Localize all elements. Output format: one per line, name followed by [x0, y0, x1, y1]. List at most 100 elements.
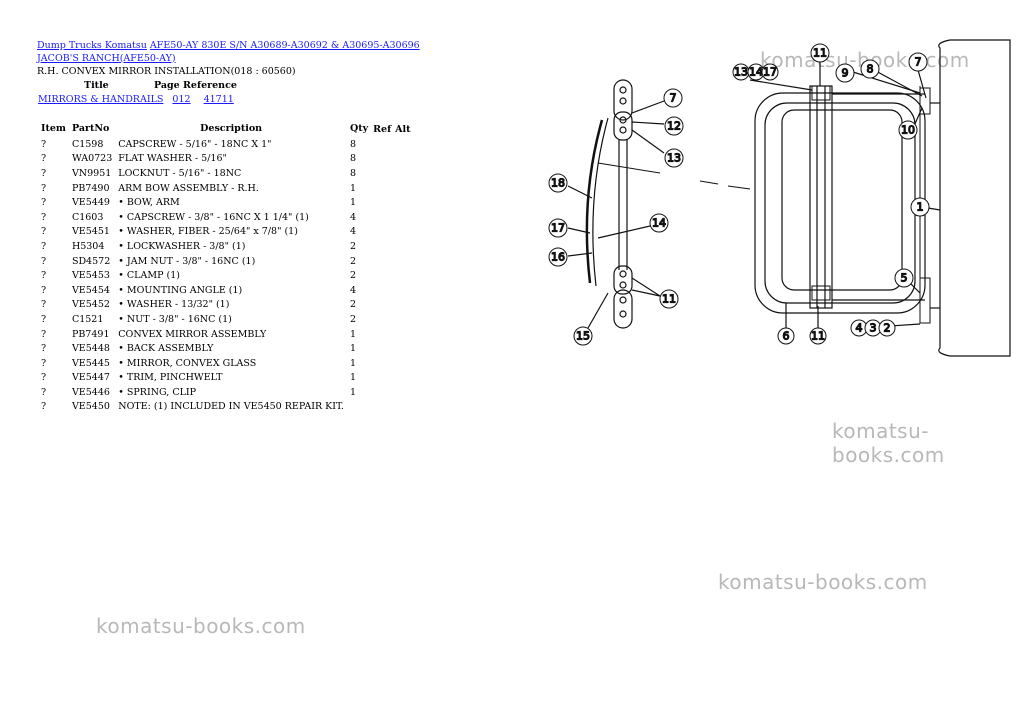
cell-description: CONVEX MIRROR ASSEMBLY: [118, 328, 267, 340]
cell-alt: [393, 356, 412, 371]
cell-qty: 2: [349, 313, 356, 325]
cell-qty: 2: [349, 240, 356, 252]
cell-alt: [393, 312, 412, 327]
cell-qty: 1: [349, 357, 356, 369]
svg-text:14: 14: [652, 217, 666, 230]
cell-qty: [347, 400, 371, 415]
svg-text:8: 8: [867, 63, 874, 76]
svg-text:11: 11: [662, 293, 676, 306]
callout-11-bottom: 11: [809, 306, 827, 345]
reference-ref-link[interactable]: 41711: [203, 94, 234, 105]
svg-text:18: 18: [551, 177, 565, 190]
callout-19: 18: [548, 173, 593, 199]
callout-14: 13: [631, 129, 684, 168]
cell-alt: [393, 137, 412, 152]
callout-17: 16: [548, 247, 593, 267]
breadcrumb-model-link[interactable]: AFE50-AY 830E S/N A30689-A30692 & A30695…: [37, 40, 420, 64]
cell-description: NOTE: (1) INCLUDED IN VE5450 REPAIR KIT.: [118, 401, 344, 413]
cell-description: LOCKNUT - 5/16" - 18NC: [118, 167, 242, 179]
cell-alt: [393, 181, 412, 196]
cell-partno: VN9951: [71, 167, 112, 179]
callout-15: 14: [597, 213, 669, 239]
cell-item: ?: [41, 270, 47, 282]
cell-description: ARM BOW ASSEMBLY - R.H.: [118, 182, 259, 194]
page-subtitle: R.H. CONVEX MIRROR INSTALLATION(018 : 60…: [37, 66, 296, 77]
cell-item: ?: [41, 343, 47, 355]
cell-ref: [371, 239, 393, 254]
callout-10: 10: [898, 107, 923, 140]
svg-text:12: 12: [667, 120, 681, 133]
cell-item: ?: [41, 153, 47, 165]
cell-alt: [393, 210, 412, 225]
cell-item: ?: [41, 182, 47, 194]
convex-mirror-side: [585, 119, 604, 284]
cell-partno: C1521: [71, 313, 104, 325]
cell-item: ?: [41, 138, 47, 150]
breadcrumb-home-link[interactable]: Dump Trucks Komatsu: [37, 40, 147, 51]
cell-item: ?: [41, 313, 47, 325]
cell-alt: [393, 400, 412, 415]
cell-partno: VE5454: [71, 284, 110, 296]
cell-alt: [393, 239, 412, 254]
cell-qty: 1: [349, 386, 356, 398]
cell-qty: 8: [349, 167, 356, 179]
cell-alt: [393, 371, 412, 386]
svg-text:13: 13: [667, 152, 681, 165]
callout-17-top: 17: [761, 63, 779, 81]
cell-item: ?: [41, 386, 47, 398]
cell-alt: [393, 254, 412, 269]
cell-alt: [393, 298, 412, 313]
cell-qty: 1: [349, 343, 356, 355]
reference-page-link[interactable]: 012: [172, 94, 191, 105]
cell-item: ?: [41, 284, 47, 296]
callout-7-top: 7: [908, 52, 928, 99]
col-ref: Ref: [373, 124, 392, 135]
cell-item: ?: [41, 328, 47, 340]
cell-qty: 1: [349, 372, 356, 384]
callout-7: 7: [631, 88, 683, 114]
table-row: ?VE5454• MOUNTING ANGLE (1)4: [37, 283, 413, 298]
cab-frame: [938, 39, 1011, 357]
cell-qty: 8: [349, 138, 356, 150]
cell-item: ?: [41, 299, 47, 311]
cell-description: • TRIM, PINCHWELT: [118, 372, 223, 384]
parts-table: Item PartNo Description Qty Ref Alt ?C15…: [37, 122, 413, 414]
cell-item: ?: [41, 357, 47, 369]
cell-partno: PB7491: [71, 328, 110, 340]
cell-description: • WASHER, FIBER - 25/64" x 7/8" (1): [118, 226, 298, 238]
lower-clamp: [613, 265, 633, 295]
cell-partno: VE5450: [71, 401, 110, 413]
svg-text:15: 15: [576, 330, 590, 343]
header-block: Dump Trucks Komatsu AFE50-AY 830E S/N A3…: [37, 40, 457, 79]
cell-qty: 2: [349, 270, 356, 282]
callout-6: 6: [777, 303, 795, 345]
callout-14-top: 13: [732, 63, 813, 91]
cell-item: ?: [41, 255, 47, 267]
table-row: ?H5304• LOCKWASHER - 3/8" (1)2: [37, 239, 413, 254]
reference-title-link[interactable]: MIRRORS & HANDRAILS: [38, 94, 164, 105]
callout-group: 7 12 13 14 18 17 16 15 11 11 13 14 17 9 …: [548, 43, 941, 346]
cell-ref: [371, 371, 393, 386]
cell-partno: C1598: [71, 138, 104, 150]
cell-item: ?: [41, 197, 47, 209]
col-description: Description: [200, 123, 263, 134]
watermark: komatsu-books.com: [718, 570, 928, 594]
cell-ref: [371, 195, 393, 210]
svg-text:4: 4: [856, 322, 863, 335]
cell-item: ?: [41, 372, 47, 384]
cell-partno: VE5452: [71, 299, 110, 311]
callout-5: 5: [894, 268, 921, 294]
cell-alt: [393, 341, 412, 356]
svg-text:11: 11: [811, 330, 825, 343]
svg-text:17: 17: [551, 222, 565, 235]
cell-item: ?: [41, 211, 47, 223]
callout-1: 1: [910, 197, 941, 217]
callout-18: 17: [548, 218, 591, 238]
arm-bow-assembly: [585, 79, 751, 329]
